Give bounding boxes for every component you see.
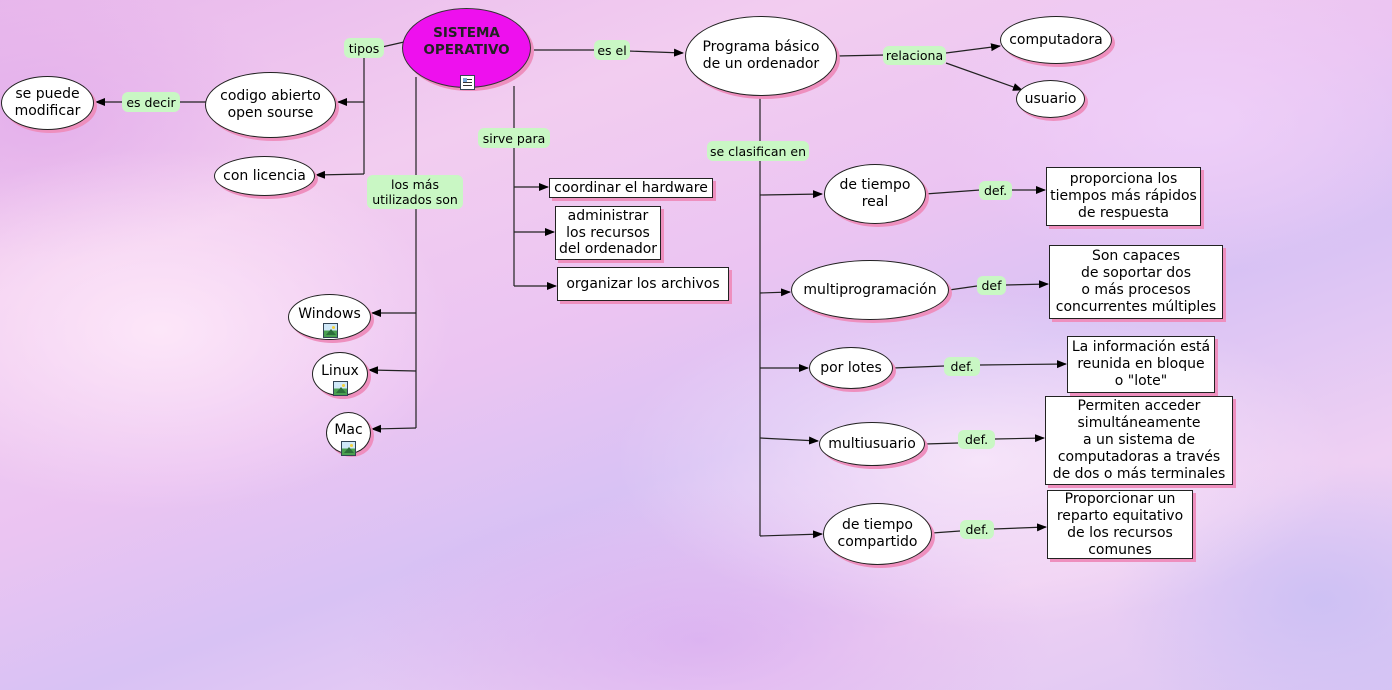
box-archivos-label: organizar los archivos [566, 275, 720, 292]
node-tiempo-compartido[interactable]: de tiempo compartido [823, 503, 932, 565]
image-icon[interactable] [333, 381, 348, 396]
node-codigo-abierto[interactable]: codigo abierto open sourse [205, 72, 336, 138]
link-label-def-text: def [981, 278, 1002, 293]
node-multiusuario-label: multiusuario [828, 435, 916, 452]
node-multiprogramacion[interactable]: multiprogramación [791, 260, 949, 320]
node-tiempo-real[interactable]: de tiempo real [824, 164, 926, 224]
box-coordinar-hardware[interactable]: coordinar el hardware [549, 178, 713, 198]
node-modificar-label: se puede modificar [14, 86, 81, 119]
link-label-mas-utilizados[interactable]: los más utilizados son [367, 175, 463, 209]
box-administrar-recursos[interactable]: administrar los recursos del ordenador [555, 206, 661, 260]
node-lotes-label: por lotes [820, 359, 882, 376]
node-linux[interactable]: Linux [312, 352, 368, 396]
link-label-def-multiprogramacion[interactable]: def [977, 276, 1006, 295]
link-label-def-text: def. [983, 183, 1008, 198]
link-label-def-multiusuario[interactable]: def. [958, 430, 995, 449]
node-usuario[interactable]: usuario [1016, 80, 1085, 118]
link-label-mas-utilizados-text: los más utilizados son [372, 177, 458, 207]
link-label-es-decir[interactable]: es decir [122, 92, 180, 112]
node-mac[interactable]: Mac [326, 412, 371, 456]
node-usuario-label: usuario [1024, 90, 1077, 107]
node-linux-label: Linux [321, 363, 359, 379]
link-label-def-text: def. [965, 522, 989, 537]
link-label-sirve-para[interactable]: sirve para [478, 128, 550, 148]
box-def-multiusuario[interactable]: Permiten acceder simultáneamente a un si… [1045, 396, 1233, 485]
node-tiempo-real-label: de tiempo real [839, 177, 911, 210]
image-icon[interactable] [323, 323, 338, 338]
box-def-tiempo-compartido[interactable]: Proporcionar un reparto equitativo de lo… [1047, 490, 1193, 559]
node-programa-label: Programa básico de un ordenador [702, 39, 820, 72]
link-label-def-text: def. [950, 359, 974, 374]
link-label-relaciona-text: relaciona [885, 48, 944, 63]
link-label-es-el-text: es el [597, 42, 627, 58]
link-label-se-clasifican-text: se clasifican en [709, 143, 807, 159]
node-codigo-label: codigo abierto open sourse [220, 88, 321, 121]
link-label-tipos-text: tipos [348, 40, 380, 56]
node-multiusuario[interactable]: multiusuario [819, 422, 925, 466]
document-icon[interactable] [460, 75, 475, 90]
node-computadora-label: computadora [1009, 31, 1103, 48]
link-label-def-tiempo-real[interactable]: def. [979, 181, 1012, 200]
node-mac-label: Mac [334, 422, 363, 438]
link-label-def-por-lotes[interactable]: def. [944, 357, 980, 376]
link-label-tipos[interactable]: tipos [344, 38, 384, 58]
box-hardware-label: coordinar el hardware [554, 179, 708, 196]
node-multiprog-label: multiprogramación [803, 281, 937, 298]
root-node-label: SISTEMA OPERATIVO [423, 25, 510, 58]
link-label-es-decir-text: es decir [126, 94, 176, 110]
link-label-def-text: def. [964, 432, 989, 447]
box-organizar-archivos[interactable]: organizar los archivos [557, 267, 729, 301]
link-label-se-clasifican[interactable]: se clasifican en [707, 141, 809, 161]
box-def-multiusuario-label: Permiten acceder simultáneamente a un si… [1052, 398, 1226, 482]
node-por-lotes[interactable]: por lotes [809, 347, 893, 389]
node-licencia-label: con licencia [223, 167, 306, 184]
box-def-por-lotes[interactable]: La información está reunida en bloque o … [1067, 336, 1215, 393]
node-se-puede-modificar[interactable]: se puede modificar [1, 76, 94, 130]
node-windows-label: Windows [298, 306, 361, 322]
box-def-compartido-label: Proporcionar un reparto equitativo de lo… [1056, 490, 1184, 558]
box-def-multiprog-label: Son capaces de soportar dos o más proces… [1055, 248, 1217, 315]
link-label-relaciona[interactable]: relaciona [883, 46, 946, 65]
box-def-multiprogramacion[interactable]: Son capaces de soportar dos o más proces… [1049, 245, 1223, 319]
node-con-licencia[interactable]: con licencia [214, 156, 315, 196]
node-programa-basico[interactable]: Programa básico de un ordenador [685, 16, 837, 96]
box-def-tiempo-real[interactable]: proporciona los tiempos más rápidos de r… [1046, 167, 1201, 226]
node-computadora[interactable]: computadora [1000, 16, 1112, 64]
box-def-lotes-label: La información está reunida en bloque o … [1071, 339, 1211, 389]
link-label-sirve-para-text: sirve para [482, 130, 546, 146]
root-node-sistema-operativo[interactable]: SISTEMA OPERATIVO [402, 8, 531, 90]
node-windows[interactable]: Windows [288, 294, 371, 340]
box-recursos-label: administrar los recursos del ordenador [558, 208, 658, 258]
link-label-def-tiempo-compartido[interactable]: def. [960, 520, 994, 539]
image-icon[interactable] [341, 441, 356, 456]
box-def-real-label: proporciona los tiempos más rápidos de r… [1050, 171, 1197, 221]
link-label-es-el[interactable]: es el [594, 40, 630, 60]
node-compartido-label: de tiempo compartido [837, 517, 918, 550]
